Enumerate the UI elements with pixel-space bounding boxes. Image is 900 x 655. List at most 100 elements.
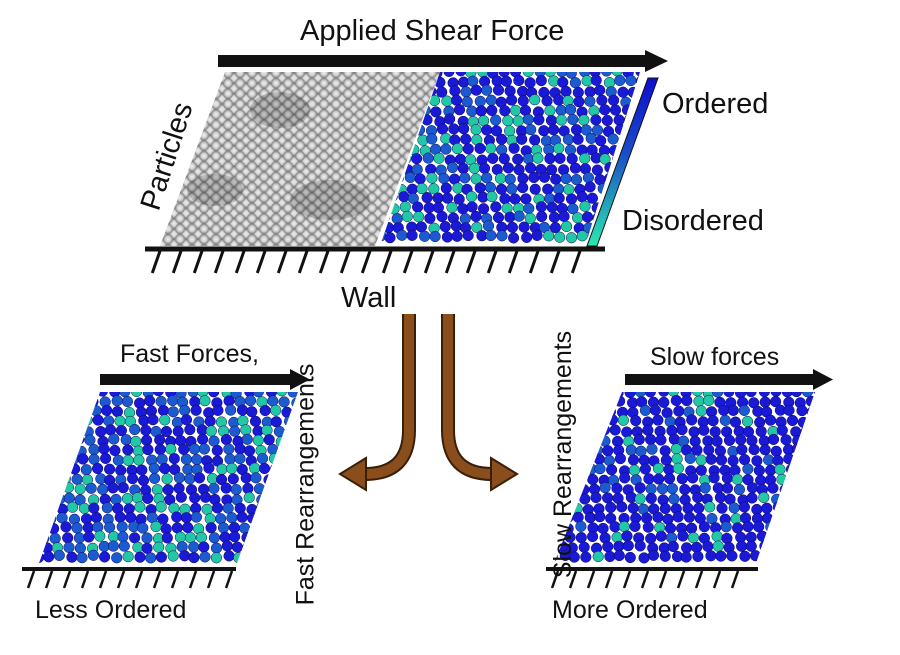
- particle: [672, 511, 684, 523]
- particle: [605, 501, 617, 514]
- particle: [55, 445, 67, 457]
- particle: [440, 182, 452, 194]
- particle: [806, 406, 815, 418]
- particle: [134, 397, 146, 409]
- more-ordered-label: More Ordered: [552, 596, 708, 624]
- particle: [221, 540, 233, 552]
- particle: [188, 552, 200, 564]
- particle: [736, 444, 748, 456]
- particle: [704, 501, 716, 513]
- particle: [742, 463, 754, 475]
- particle: [73, 532, 85, 544]
- particle: [601, 114, 613, 127]
- particle: [656, 483, 669, 495]
- particle: [243, 491, 255, 504]
- particle: [652, 462, 664, 474]
- particle: [114, 415, 126, 427]
- particle: [655, 530, 667, 542]
- particle: [444, 113, 456, 125]
- particle: [391, 213, 403, 225]
- particle: [715, 454, 728, 466]
- particle: [63, 435, 75, 447]
- particle: [229, 425, 241, 437]
- particle: [625, 74, 637, 87]
- particle: [708, 472, 720, 484]
- particle: [428, 183, 440, 195]
- particle: [253, 483, 266, 495]
- particle: [563, 184, 575, 196]
- particle: [413, 211, 425, 223]
- particle: [735, 434, 747, 446]
- left-wall: [22, 567, 236, 589]
- particle: [382, 222, 394, 234]
- particle: [555, 114, 567, 126]
- particle: [588, 105, 600, 117]
- particle: [49, 532, 61, 545]
- particle: [220, 482, 232, 494]
- particle: [208, 435, 220, 447]
- particle: [107, 540, 119, 552]
- particle: [544, 105, 556, 117]
- particle: [38, 501, 44, 513]
- particle: [287, 392, 298, 398]
- particle: [761, 502, 773, 514]
- particle: [154, 434, 166, 446]
- particle: [520, 193, 532, 205]
- particle: [606, 414, 619, 426]
- particle: [633, 433, 645, 446]
- particle: [681, 395, 693, 407]
- particle: [730, 513, 742, 525]
- particle: [666, 483, 678, 495]
- particle: [199, 551, 211, 563]
- particle: [533, 114, 545, 126]
- particle: [751, 455, 763, 467]
- particle: [504, 173, 516, 185]
- particle: [115, 425, 127, 437]
- particle: [653, 473, 665, 485]
- particle: [702, 540, 714, 552]
- particle: [199, 491, 212, 503]
- particle: [69, 463, 81, 475]
- particle: [53, 549, 65, 561]
- particle: [490, 125, 503, 137]
- particle: [180, 453, 192, 465]
- particle: [485, 94, 497, 106]
- particles-micrograph: [160, 72, 440, 246]
- particle: [567, 203, 579, 215]
- particle: [736, 540, 748, 552]
- particle: [197, 433, 209, 445]
- particle: [667, 540, 679, 553]
- particle: [691, 392, 703, 397]
- particle: [211, 444, 223, 457]
- particle: [140, 424, 152, 436]
- scale-label-disordered: Disordered: [622, 205, 764, 237]
- particle: [614, 395, 626, 407]
- particle: [112, 454, 124, 466]
- particle: [131, 392, 143, 397]
- particle: [495, 183, 508, 195]
- particle: [129, 532, 141, 544]
- particle: [122, 551, 134, 563]
- particle: [641, 512, 653, 524]
- particle: [208, 532, 220, 544]
- particle: [280, 453, 292, 465]
- particle: [769, 541, 781, 553]
- particle: [48, 523, 60, 535]
- particle: [672, 462, 684, 474]
- particle: [826, 387, 837, 398]
- particle: [249, 462, 261, 474]
- particle: [703, 394, 715, 406]
- particle: [474, 142, 486, 154]
- particle: [227, 473, 239, 485]
- particle: [272, 473, 284, 485]
- particle: [770, 445, 782, 457]
- particle: [436, 123, 449, 135]
- particle: [565, 103, 577, 116]
- particle: [263, 434, 275, 446]
- particle: [670, 443, 682, 455]
- particle: [750, 550, 762, 562]
- particle: [735, 392, 747, 399]
- particle: [38, 533, 50, 545]
- particle: [673, 405, 685, 417]
- particle: [432, 192, 444, 204]
